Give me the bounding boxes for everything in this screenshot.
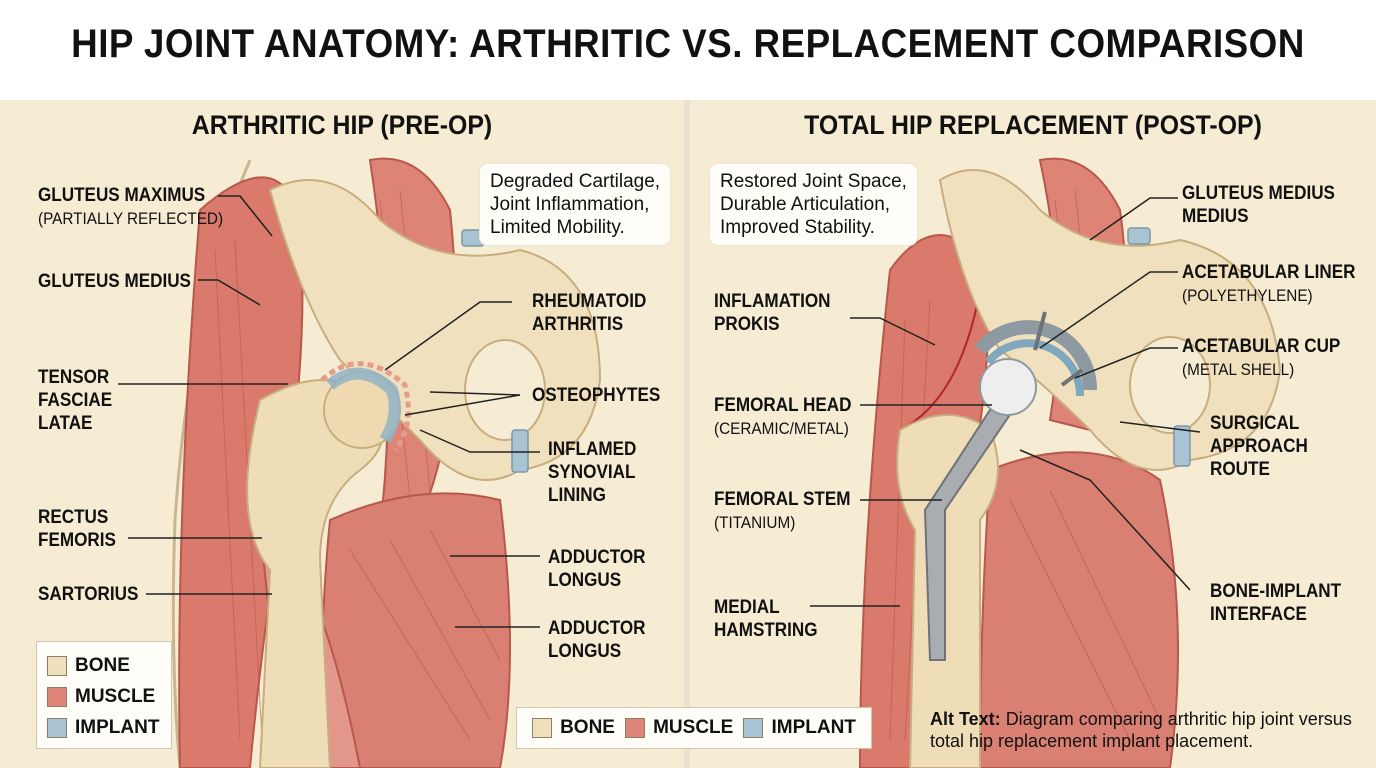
femur-bone bbox=[896, 414, 999, 768]
label-acetabular-liner: ACETABULAR LINER(POLYETHYLENE) bbox=[1182, 262, 1356, 305]
label-femoral-stem: FEMORAL STEM(TITANIUM) bbox=[714, 489, 851, 532]
legend-item-implant: IMPLANT bbox=[47, 712, 161, 743]
legend-item-bone: BONE bbox=[532, 717, 615, 739]
legend-item-bone: BONE bbox=[47, 650, 161, 681]
label-gluteus-maximus: GLUTEUS MAXIMUS(PARTIALLY REFLECTED) bbox=[38, 185, 224, 228]
alt-text: Alt Text: Diagram comparing arthritic hi… bbox=[930, 709, 1352, 751]
arthritic-hip-note: Degraded Cartilage,Joint Inflammation,Li… bbox=[480, 164, 671, 245]
hip-replacement-illustration bbox=[810, 157, 1282, 768]
label-femoral-head: FEMORAL HEAD(CERAMIC/METAL) bbox=[714, 395, 852, 438]
legend-item-muscle: MUSCLE bbox=[47, 681, 161, 712]
right-panel-title: TOTAL HIP REPLACEMENT (POST-OP) bbox=[804, 110, 1262, 140]
legend-item-muscle: MUSCLE bbox=[625, 717, 733, 739]
acetabular-cup bbox=[974, 320, 1098, 391]
surgical-incision bbox=[899, 289, 981, 431]
arthritic-hip-panel: ARTHRITIC HIP (PRE-OP) bbox=[0, 100, 684, 768]
acetabular-liner bbox=[984, 339, 1085, 397]
bottom-legend: BONE MUSCLE IMPLANT bbox=[516, 707, 872, 749]
femoral-head-implant bbox=[979, 358, 1037, 416]
left-panel-title: ARTHRITIC HIP (PRE-OP) bbox=[191, 110, 493, 140]
page-title: HIP JOINT ANATOMY: ARTHRITIC VS. REPLACE… bbox=[71, 22, 1305, 66]
hip-replacement-panel: TOTAL HIP REPLACEMENT (POST-OP) bbox=[690, 100, 1376, 768]
hip-replacement-note: Restored Joint Space,Durable Articulatio… bbox=[710, 164, 917, 245]
obturator-foramen bbox=[1129, 336, 1211, 434]
label-sartorius: SARTORIUS bbox=[38, 584, 139, 605]
label-acetabular-cup: ACETABULAR CUP(METAL SHELL) bbox=[1182, 336, 1341, 379]
degraded-cartilage bbox=[326, 367, 401, 444]
label-osteophytes: OSTEOPHYTES bbox=[532, 385, 661, 406]
medial-muscle-group bbox=[978, 451, 1179, 768]
left-legend: BONE MUSCLE IMPLANT bbox=[36, 641, 172, 749]
obturator-foramen bbox=[464, 339, 546, 441]
label-gluteus-medius: GLUTEUS MEDIUS bbox=[38, 271, 191, 292]
legend-item-implant: IMPLANT bbox=[743, 717, 856, 739]
panel-divider bbox=[684, 100, 690, 768]
arthritic-hip-illustration bbox=[118, 157, 602, 768]
inflamed-synovium bbox=[320, 361, 411, 452]
